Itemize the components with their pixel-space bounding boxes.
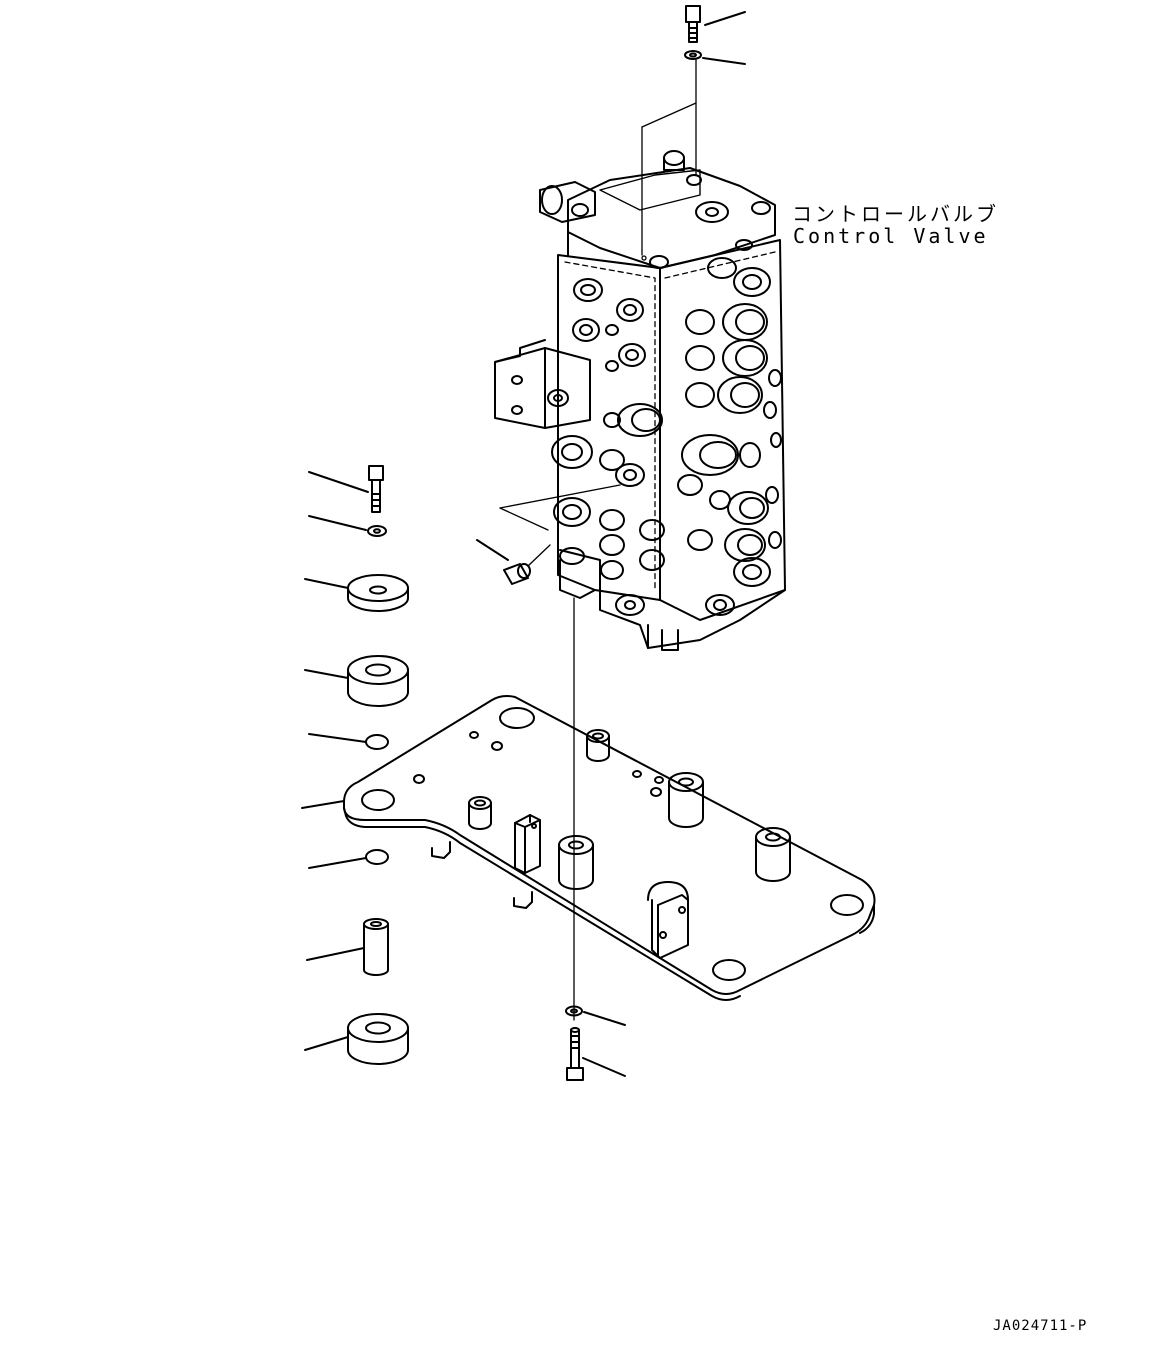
top-washer	[684, 50, 702, 60]
top-bolt	[685, 5, 701, 43]
flat-washer	[347, 574, 409, 612]
leader-line-rubber-mount-upper	[304, 669, 349, 679]
bottom-bolt	[566, 1027, 584, 1081]
leader-line-collar	[306, 947, 365, 961]
rubber-mount-lower	[347, 1013, 409, 1065]
leader-line-bottom-bolt	[582, 1057, 626, 1077]
control-valve-label-en: Control Valve	[793, 224, 989, 248]
collar	[363, 918, 389, 976]
control-valve	[494, 150, 786, 651]
drawing-number: JA024711-P	[993, 1318, 1088, 1334]
left-washer	[367, 525, 387, 537]
control-valve-label-jp: コントロールバルブ	[792, 202, 999, 226]
leader-line-o-ring-upper	[308, 733, 367, 743]
dowel-pin	[503, 544, 551, 585]
leader-line-left-washer	[308, 515, 367, 531]
axis-branch	[641, 102, 697, 128]
left-bolt	[368, 465, 384, 513]
leader-line-rubber-mount-lower	[304, 1036, 349, 1051]
rubber-mount-upper	[347, 655, 409, 707]
mounting-plate	[343, 695, 876, 1001]
leader-line-top-bolt	[704, 11, 746, 26]
o-ring-upper	[365, 734, 389, 750]
leader-line-left-bolt	[308, 471, 369, 493]
o-ring-lower	[365, 849, 389, 865]
leader-line-o-ring-lower	[308, 857, 367, 869]
leader-line-dowel-pin	[476, 539, 509, 561]
leader-line-bottom-washer	[583, 1011, 626, 1026]
bottom-washer	[565, 1005, 583, 1017]
leader-line-top-washer	[702, 57, 746, 65]
leader-line-flat-washer	[304, 578, 349, 589]
leader-line-mounting-plate	[301, 800, 345, 809]
